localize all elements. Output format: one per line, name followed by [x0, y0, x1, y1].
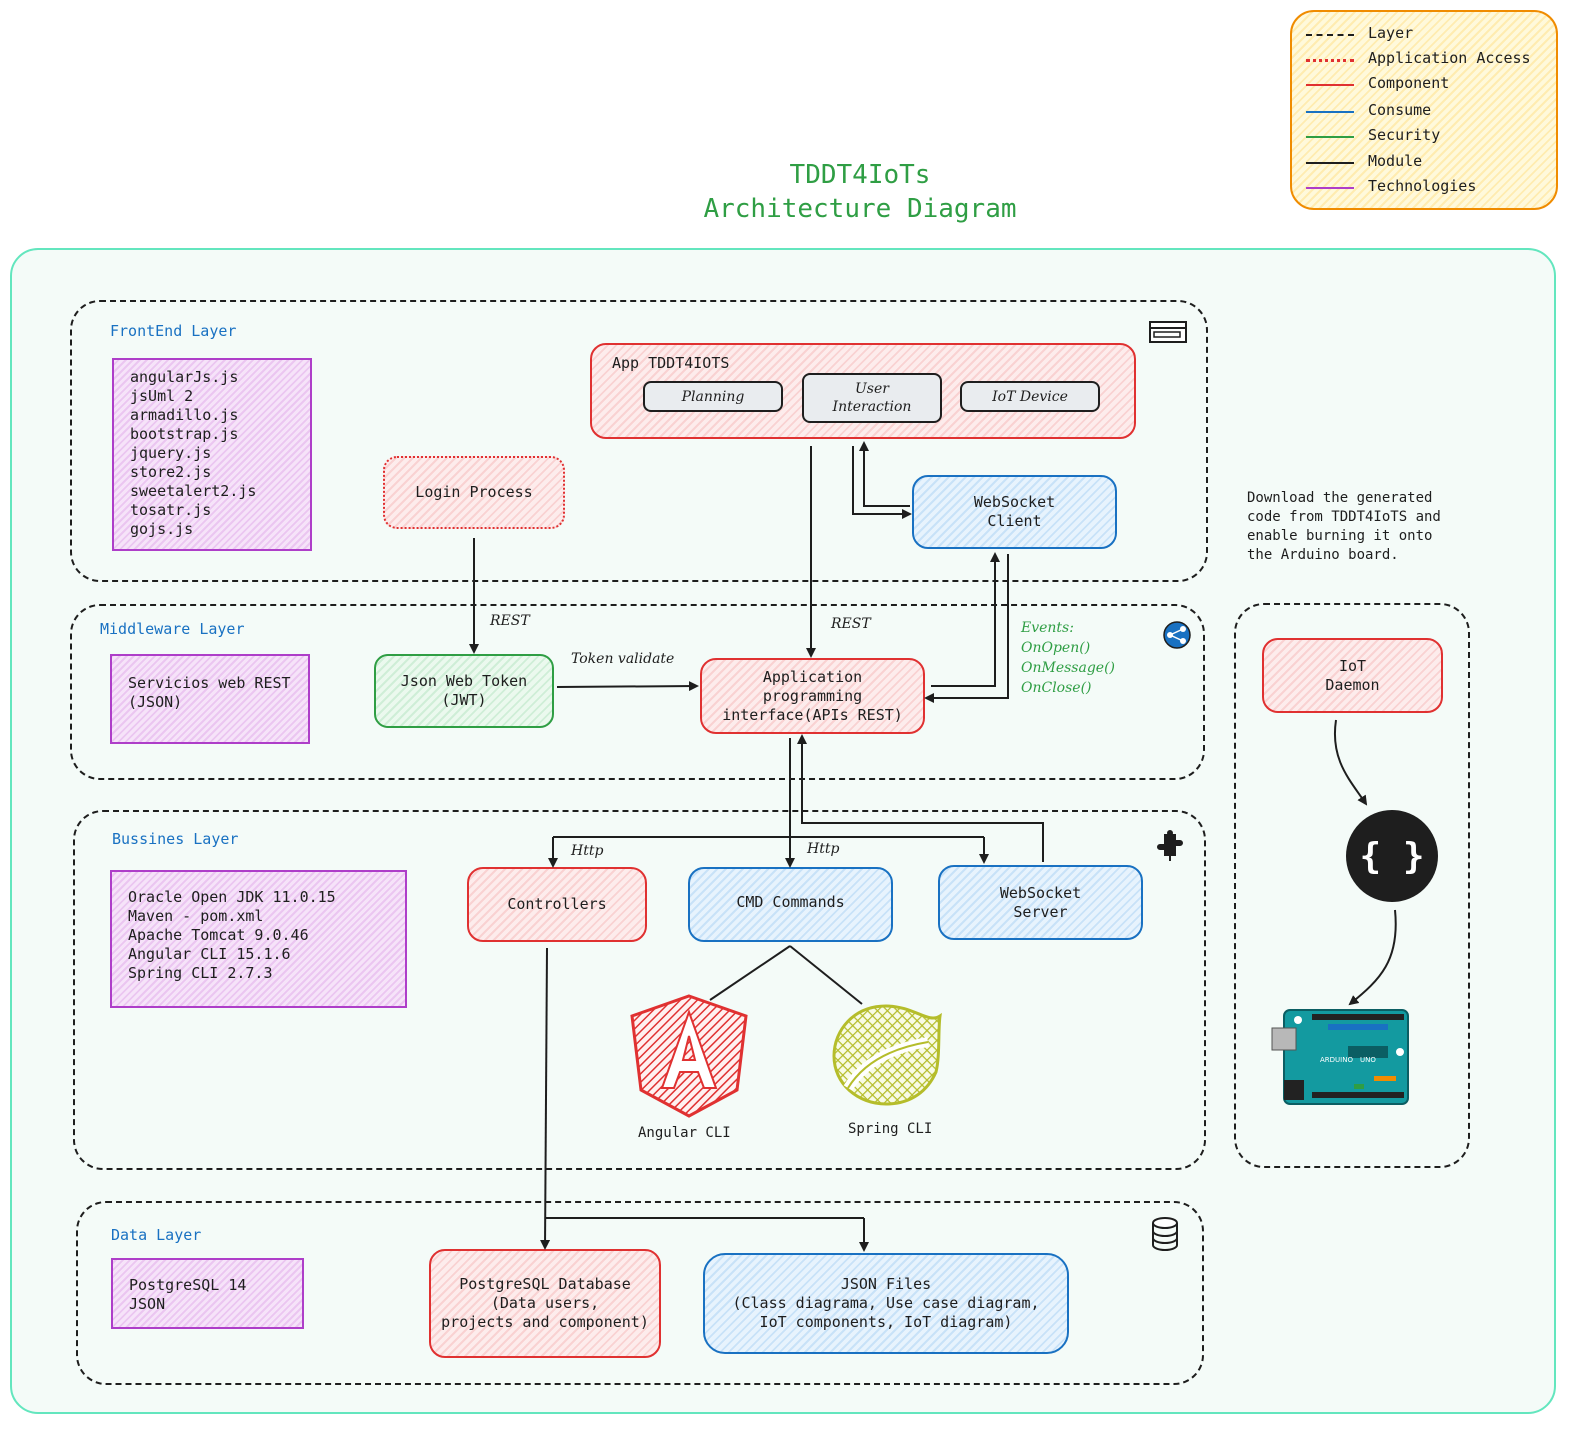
postgres-database: PostgreSQL Database (Data users, project…: [429, 1249, 661, 1358]
cmd-commands-component: CMD Commands: [688, 867, 893, 942]
arduino-board-icon: ARDUINO UNO: [1271, 1009, 1409, 1105]
login-process: Login Process: [383, 456, 565, 529]
data-layer-label: Data Layer: [111, 1226, 202, 1244]
diagram-title: TDDT4IoTs Architecture Diagram: [703, 160, 1017, 224]
controllers-component: Controllers: [467, 867, 647, 942]
database-icon: [1152, 1217, 1178, 1251]
browser-icon: [1149, 321, 1187, 343]
angular-logo-icon: [630, 994, 748, 1118]
http-label-cmd: Http: [807, 841, 840, 857]
business-layer: [73, 810, 1206, 1170]
module-user-interaction: User Interaction: [802, 373, 942, 423]
frontend-layer: [70, 300, 1208, 582]
http-label-controllers: Http: [571, 843, 604, 859]
svg-text:{ }: { }: [1359, 836, 1424, 877]
arduino-model-text: UNO: [1360, 1056, 1376, 1064]
data-layer: [76, 1201, 1204, 1385]
app-title: App TDDT4IOTS: [612, 354, 730, 372]
iot-daemon: IoT Daemon: [1262, 638, 1443, 713]
websocket-events: Events: OnOpen() OnMessage() OnClose(): [1021, 620, 1116, 696]
business-tech-list: Oracle Open JDK 11.0.15 Maven - pom.xml …: [110, 870, 407, 1008]
api-rest-component: Application programming interface(APIs R…: [700, 658, 925, 734]
angular-cli-label: Angular CLI: [638, 1125, 731, 1141]
frontend-layer-label: FrontEnd Layer: [110, 322, 237, 340]
json-files: JSON Files (Class diagrama, Use case dia…: [703, 1253, 1069, 1354]
middleware-tech-list: Servicios web REST (JSON): [110, 654, 310, 744]
iot-layer: [1234, 603, 1470, 1168]
rest-label-app: REST: [831, 616, 871, 632]
middleware-layer-label: Middleware Layer: [100, 620, 245, 638]
data-tech-list: PostgreSQL 14 JSON: [111, 1258, 304, 1329]
spring-leaf-icon: [832, 1004, 942, 1106]
websocket-client: WebSocket Client: [912, 475, 1117, 549]
spring-cli-label: Spring CLI: [848, 1121, 933, 1137]
business-layer-label: Bussines Layer: [112, 830, 239, 848]
module-planning: Planning: [643, 381, 783, 412]
middleware-layer: [70, 604, 1205, 780]
puzzle-icon: [1157, 830, 1183, 861]
arduino-download-note: Download the generated code from TDDT4Io…: [1247, 490, 1441, 563]
token-validate-label: Token validate: [571, 651, 675, 667]
jwt-component: Json Web Token (JWT): [374, 654, 554, 728]
legend: Layer Application Access Component Consu…: [1290, 10, 1558, 210]
rest-label-login: REST: [490, 613, 530, 629]
network-share-icon: [1163, 621, 1191, 649]
module-iot-device: IoT Device: [960, 381, 1100, 412]
frontend-tech-list: angularJs.js jsUml 2 armadillo.js bootst…: [112, 358, 312, 551]
json-braces-icon: { }: [1346, 810, 1438, 902]
websocket-server: WebSocket Server: [938, 865, 1143, 940]
arduino-board-text: ARDUINO: [1320, 1056, 1353, 1064]
